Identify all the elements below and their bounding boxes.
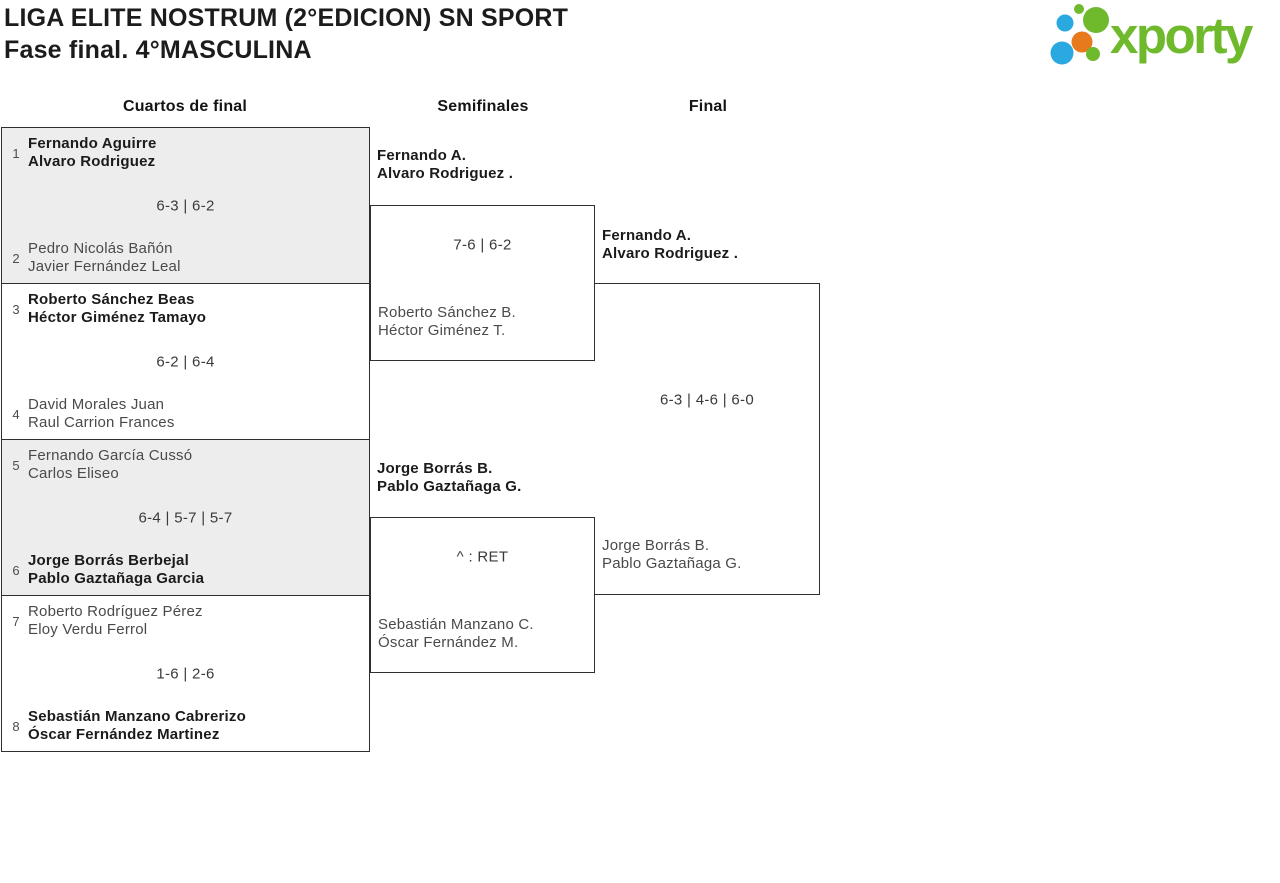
player-name: Eloy Verdu Ferrol — [28, 621, 148, 638]
tournament-title: LIGA ELITE NOSTRUM (2°EDICION) SN SPORT — [4, 4, 569, 32]
player-name: Fernando García Cussó — [28, 447, 193, 464]
player-name: Fernando A. — [377, 147, 467, 164]
team-entry: 3 Roberto Sánchez Beas Héctor Giménez Ta… — [4, 291, 363, 327]
player-name: Javier Fernández Leal — [28, 258, 181, 275]
quarterfinal-match-1: 1 Fernando Aguirre Alvaro Rodriguez 6-3 … — [1, 127, 370, 284]
player-name: Alvaro Rodriguez . — [602, 245, 739, 262]
round-header-cuartos: Cuartos de final — [122, 98, 248, 115]
seed-number: 4 — [12, 406, 20, 422]
team-entry: 5 Fernando García Cussó Carlos Eliseo — [4, 447, 363, 483]
player-name: Roberto Rodríguez Pérez — [28, 603, 203, 620]
player-name: Pablo Gaztañaga Garcia — [28, 570, 205, 587]
match-score: 6-4 | 5-7 | 5-7 — [138, 509, 233, 526]
seed-number: 8 — [12, 718, 20, 734]
team-entry: 8 Sebastián Manzano Cabrerizo Óscar Fern… — [4, 708, 363, 744]
semifinal-1-advancing-team: Fernando A. Alvaro Rodriguez . — [377, 147, 513, 183]
player-name: Alvaro Rodriguez . — [377, 165, 514, 182]
player-name: Carlos Eliseo — [28, 465, 119, 482]
player-name: Pablo Gaztañaga G. — [377, 478, 522, 495]
team-entry: Jorge Borrás B. Pablo Gaztañaga G. — [602, 537, 815, 573]
phase-subtitle: Fase final. 4°MASCULINA — [4, 36, 312, 64]
seed-number: 2 — [12, 250, 20, 266]
quarterfinal-match-4: 7 Roberto Rodríguez Pérez Eloy Verdu Fer… — [1, 595, 370, 752]
team-entry: Roberto Sánchez B. Héctor Giménez T. — [378, 304, 590, 340]
logo-wordmark: xporty — [1110, 7, 1253, 64]
match-score: ^ : RET — [456, 548, 509, 565]
player-name: Héctor Giménez Tamayo — [28, 309, 207, 326]
match-score: 6-3 | 4-6 | 6-0 — [659, 391, 754, 409]
final-match: 6-3 | 4-6 | 6-0 Jorge Borrás B. Pablo Ga… — [595, 283, 820, 595]
player-name: Jorge Borrás B. — [602, 537, 710, 555]
team-entry: 4 David Morales Juan Raul Carrion France… — [4, 396, 363, 432]
seed-number: 5 — [12, 457, 20, 473]
match-score: 6-2 | 6-4 — [156, 353, 215, 370]
team-entry: Sebastián Manzano C. Óscar Fernández M. — [378, 616, 590, 652]
player-name: Raul Carrion Frances — [28, 414, 175, 431]
semifinal-2-advancing-team: Jorge Borrás B. Pablo Gaztañaga G. — [377, 460, 521, 496]
match-score: 6-3 | 6-2 — [156, 197, 215, 214]
player-name: Pablo Gaztañaga G. — [602, 555, 742, 573]
seed-number: 3 — [12, 301, 20, 317]
xporty-logo[interactable]: xporty — [1046, 2, 1278, 70]
player-name: David Morales Juan — [28, 396, 165, 413]
player-name: Jorge Borrás Berbejal — [28, 552, 189, 569]
seed-number: 1 — [12, 145, 20, 161]
round-header-semifinales: Semifinales — [437, 98, 529, 115]
quarterfinal-match-3: 5 Fernando García Cussó Carlos Eliseo 6-… — [1, 439, 370, 596]
semifinal-match-1: 7-6 | 6-2 Roberto Sánchez B. Héctor Gimé… — [370, 205, 595, 361]
player-name: Jorge Borrás B. — [377, 460, 493, 477]
semifinal-match-2: ^ : RET Sebastián Manzano C. Óscar Ferná… — [370, 517, 595, 673]
player-name: Fernando A. — [602, 227, 692, 244]
player-name: Fernando Aguirre — [28, 135, 157, 152]
seed-number: 6 — [12, 562, 20, 578]
team-entry: 2 Pedro Nicolás Bañón Javier Fernández L… — [4, 240, 363, 276]
seed-number: 7 — [12, 613, 20, 629]
page-title: LIGA ELITE NOSTRUM (2°EDICION) SN SPORT … — [4, 2, 568, 66]
match-score: 7-6 | 6-2 — [453, 236, 512, 253]
player-name: Sebastián Manzano C. — [378, 615, 534, 633]
player-name: Roberto Sánchez B. — [378, 303, 516, 321]
logo-dots-icon — [1050, 4, 1109, 65]
player-name: Alvaro Rodriguez — [28, 153, 156, 170]
player-name: Óscar Fernández M. — [378, 633, 519, 651]
round-header-final: Final — [688, 98, 728, 115]
match-score: 1-6 | 2-6 — [156, 665, 215, 682]
team-entry: 1 Fernando Aguirre Alvaro Rodriguez — [4, 135, 363, 171]
player-name: Pedro Nicolás Bañón — [28, 240, 173, 257]
quarterfinal-match-2: 3 Roberto Sánchez Beas Héctor Giménez Ta… — [1, 283, 370, 440]
player-name: Roberto Sánchez Beas — [28, 291, 195, 308]
player-name: Sebastián Manzano Cabrerizo — [28, 708, 246, 725]
player-name: Óscar Fernández Martinez — [28, 726, 220, 743]
team-entry: 6 Jorge Borrás Berbejal Pablo Gaztañaga … — [4, 552, 363, 588]
final-winner-team: Fernando A. Alvaro Rodriguez . — [602, 227, 738, 263]
team-entry: 7 Roberto Rodríguez Pérez Eloy Verdu Fer… — [4, 603, 363, 639]
player-name: Héctor Giménez T. — [378, 321, 506, 339]
